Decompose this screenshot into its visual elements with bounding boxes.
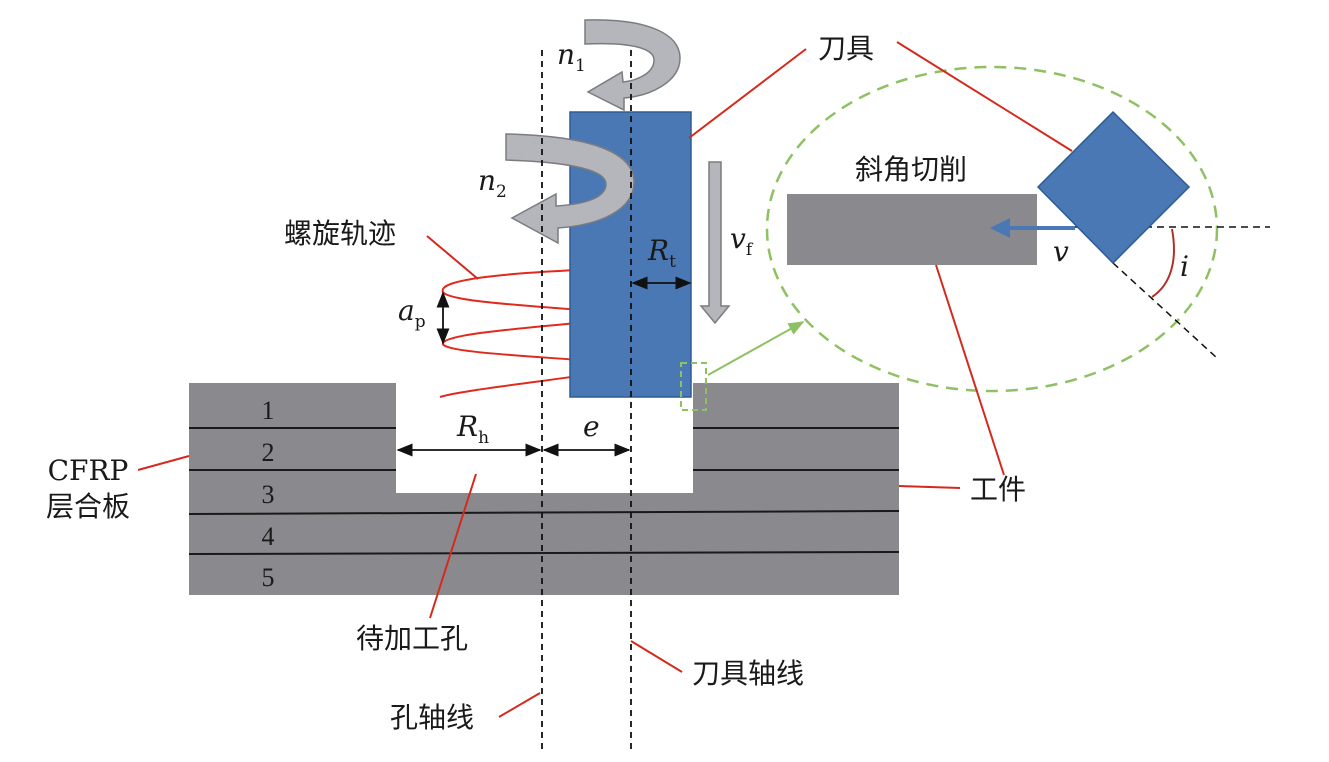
- rotation-arrow-n1: [584, 19, 681, 112]
- leader-hole-axis: [498, 692, 541, 718]
- workpiece: 1 2 3 4 5: [188, 383, 900, 595]
- oblique-cutting-inset: [765, 65, 1270, 393]
- leader-laminate: [137, 455, 190, 471]
- symbol-ap: ap: [398, 294, 426, 332]
- label-laminate: 层合板: [46, 490, 130, 523]
- symbol-n1: n1: [557, 38, 586, 76]
- leader-tool-axis: [630, 640, 683, 673]
- symbol-n2: n2: [478, 164, 507, 202]
- label-hole-axis: 孔轴线: [390, 701, 474, 734]
- leader-helix: [426, 235, 479, 280]
- inset-dashed-ellipse: [765, 65, 1219, 393]
- label-hole-to-machine: 待加工孔: [356, 622, 468, 655]
- symbol-i: i: [1180, 250, 1189, 283]
- symbol-rt: Rt: [647, 234, 676, 272]
- symbol-rh: Rh: [456, 410, 489, 448]
- label-workpiece: 工件: [970, 473, 1026, 506]
- zoom-pointer-arrow: [707, 321, 805, 376]
- rotation-arrow-n2: [505, 133, 635, 245]
- label-helix-path: 螺旋轨迹: [284, 217, 396, 250]
- leader-workpiece-inset: [935, 264, 1005, 476]
- feed-arrow: [699, 161, 731, 325]
- ply-label-1: 1: [262, 396, 275, 425]
- leader-hole: [429, 473, 477, 619]
- label-cfrp: CFRP: [48, 454, 129, 487]
- laminate-body: [189, 383, 899, 595]
- ply-boundary-4: [188, 551, 900, 555]
- symbol-v: v: [1053, 235, 1069, 268]
- zoom-region-box: [680, 362, 707, 411]
- inclination-angle-arc: [1151, 228, 1175, 298]
- leader-lines: [137, 41, 1073, 718]
- leader-workpiece-main: [898, 485, 961, 489]
- label-tool: 刀具: [818, 32, 874, 65]
- leader-tool-main: [688, 48, 807, 139]
- ply-boundary-3: [188, 510, 900, 515]
- symbol-vf: vf: [730, 222, 754, 260]
- ply-label-4: 4: [262, 522, 275, 551]
- symbol-e: e: [583, 410, 600, 443]
- label-tool-axis: 刀具轴线: [692, 657, 804, 690]
- label-oblique-cutting: 斜角切削: [855, 153, 967, 186]
- ply-label-2: 2: [262, 438, 275, 467]
- leader-tool-inset: [896, 41, 1073, 152]
- inset-tool-square: [1036, 110, 1191, 265]
- ply-label-3: 3: [262, 480, 275, 509]
- ply-label-5: 5: [262, 563, 275, 592]
- inset-inclined-dash: [1112, 262, 1218, 359]
